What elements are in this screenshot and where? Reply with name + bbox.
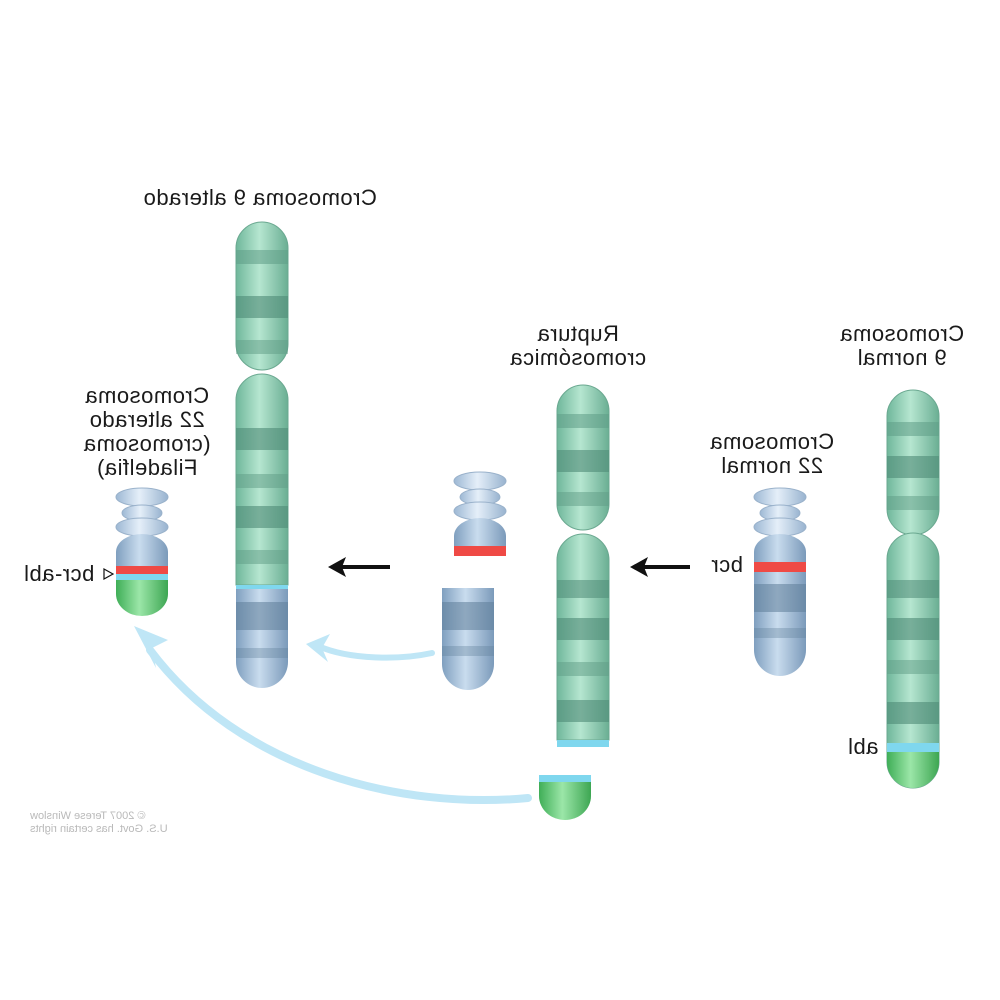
normal-chromosome-9 — [886, 389, 940, 789]
label-bcr-abl: bcr-abl — [23, 561, 95, 586]
label-rupture: Ruptura cromosómica — [509, 321, 647, 370]
broken-chromosome-22 — [442, 471, 507, 690]
bcr-abl-pointer — [103, 567, 115, 581]
label-normal-chromosome-22: Cromosoma 22 normal — [709, 429, 835, 478]
label-abl: abl — [847, 734, 879, 759]
label-normal-chromosome-9: Cromosoma 9 normal — [839, 321, 965, 370]
light-arrow-long — [134, 626, 532, 804]
dark-arrow-1 — [630, 557, 690, 577]
label-bcr: bcr — [710, 552, 744, 577]
altered-chromosome-9 — [235, 221, 289, 688]
light-arrow-short — [306, 634, 435, 662]
label-altered-chromosome-9: Cromosoma 9 alterado — [143, 185, 377, 210]
normal-chromosome-22 — [753, 487, 807, 676]
broken-chromosome-9 — [556, 384, 610, 747]
dark-arrow-2 — [328, 557, 390, 577]
label-philadelphia-chromosome: Cromosoma 22 alterado (cromosoma Filadel… — [83, 383, 211, 480]
copyright-credit: © 2007 Terese Winslow U.S. Govt. has cer… — [30, 810, 168, 835]
philadelphia-chromosome — [115, 487, 169, 616]
abl-fragment — [539, 775, 591, 820]
